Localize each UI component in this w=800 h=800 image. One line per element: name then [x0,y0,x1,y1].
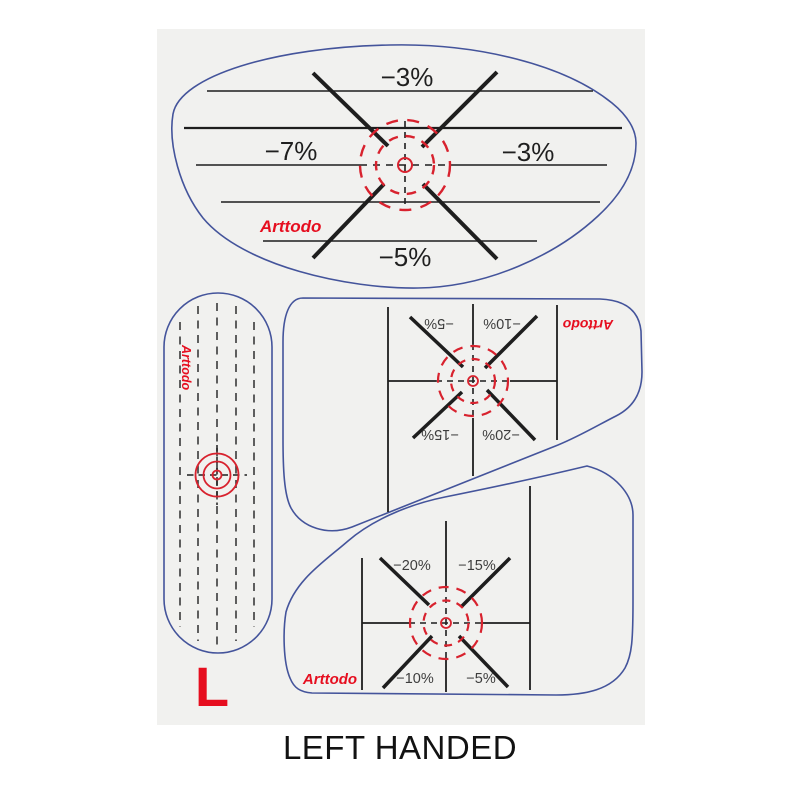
iron-rotated-labels: −5% −10% −15% −20% [421,315,521,442]
putter-crosshair [187,445,247,505]
iron-rotated-sticker-outline [282,297,643,532]
iron-label-top-left: −20% [393,558,431,574]
driver-label-left: −7% [265,136,318,166]
x-diagonal [311,182,386,260]
caption-left-handed: LEFT HANDED [283,729,517,766]
x-diagonal [378,556,431,607]
iron-brand-logo: Arttodo [302,671,357,688]
target-inner-circle [202,460,232,490]
target-outer-circle [358,118,452,212]
driver-label-top: −3% [381,62,434,92]
iron-label-top-right: −15% [458,558,496,574]
x-diagonal [381,634,434,690]
iron-rotated-label-bottom-right: −20% [482,426,520,442]
iron-target [408,585,484,661]
iron-label-bottom-left: −10% [396,671,434,687]
driver-face-lines [184,70,622,261]
target-outer-circle [194,452,240,498]
target-inner-circle [449,357,497,405]
driver-label-bottom: −5% [379,242,432,272]
target-outer-circle [436,344,510,418]
x-diagonal [408,315,465,369]
target-center-dot [467,375,479,387]
iron-rotated-label-bottom-left: −15% [421,426,459,442]
iron-rotated-brand-logo: Arttodo [562,317,614,333]
x-diagonal [457,634,510,689]
x-diagonal [411,390,464,440]
x-diagonal [459,556,512,609]
target-outer-circle [408,585,484,661]
target-center-dot [211,469,223,481]
target-inner-circle [374,134,436,196]
die-cut-outlines [163,44,643,696]
putter-sticker-outline [163,292,273,654]
driver-brand-logo: Arttodo [259,217,321,236]
iron-labels: −20% −15% −10% −5% [393,558,496,687]
driver-label-right: −3% [502,137,555,167]
driver-target [358,118,452,212]
target-center-dot [440,617,452,629]
x-diagonal [421,182,499,261]
x-diagonal [311,71,390,148]
iron-rotated-face-lines [387,304,558,512]
driver-labels: −3% −7% −3% −5% [265,62,555,272]
putter-target [194,452,240,498]
iron-label-bottom-right: −5% [466,671,496,687]
iron-sticker-outline [283,465,634,696]
sticker-sheet [157,29,645,725]
target-center-dot [397,157,413,173]
iron-rotated-target [436,344,510,418]
handedness-letter: L [195,655,229,718]
x-diagonal [420,70,499,149]
putter-alignment-lines [179,303,255,645]
iron-face-lines [361,486,531,692]
driver-sticker-outline [171,44,637,289]
iron-rotated-label-top-right: −10% [483,315,521,331]
target-inner-circle [422,599,470,647]
x-diagonal [483,314,539,370]
iron-rotated-label-top-left: −5% [424,315,454,331]
putter-brand-logo: Arttodo [179,344,193,390]
x-diagonal [485,388,537,442]
